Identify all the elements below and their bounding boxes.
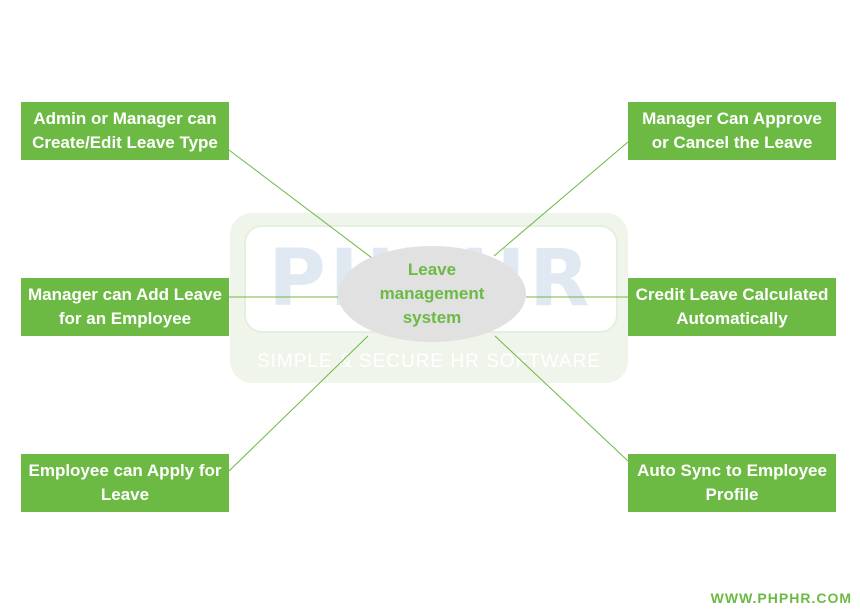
center-node-label: Leave management system (379, 260, 485, 327)
node-employee-apply-leave: Employee can Apply for Leave (21, 454, 229, 512)
connector-top-right (493, 141, 629, 257)
connector-bottom-left (228, 335, 369, 472)
node-credit-leave-auto: Credit Leave Calculated Automatically (628, 278, 836, 336)
node-add-leave-for-employee: Manager can Add Leave for an Employee (21, 278, 229, 336)
connector-top-left (228, 149, 373, 259)
center-node-leave-management: Leave management system (338, 246, 526, 342)
node-approve-cancel-leave: Manager Can Approve or Cancel the Leave (628, 102, 836, 160)
node-create-edit-leave-type: Admin or Manager can Create/Edit Leave T… (21, 102, 229, 160)
watermark-tagline: SIMPLE & SECURE HR SOFTWARE (256, 351, 602, 372)
node-auto-sync-profile: Auto Sync to Employee Profile (628, 454, 836, 512)
connector-bottom-right (494, 335, 629, 462)
footer-website-link[interactable]: WWW.PHPHR.COM (710, 590, 852, 606)
